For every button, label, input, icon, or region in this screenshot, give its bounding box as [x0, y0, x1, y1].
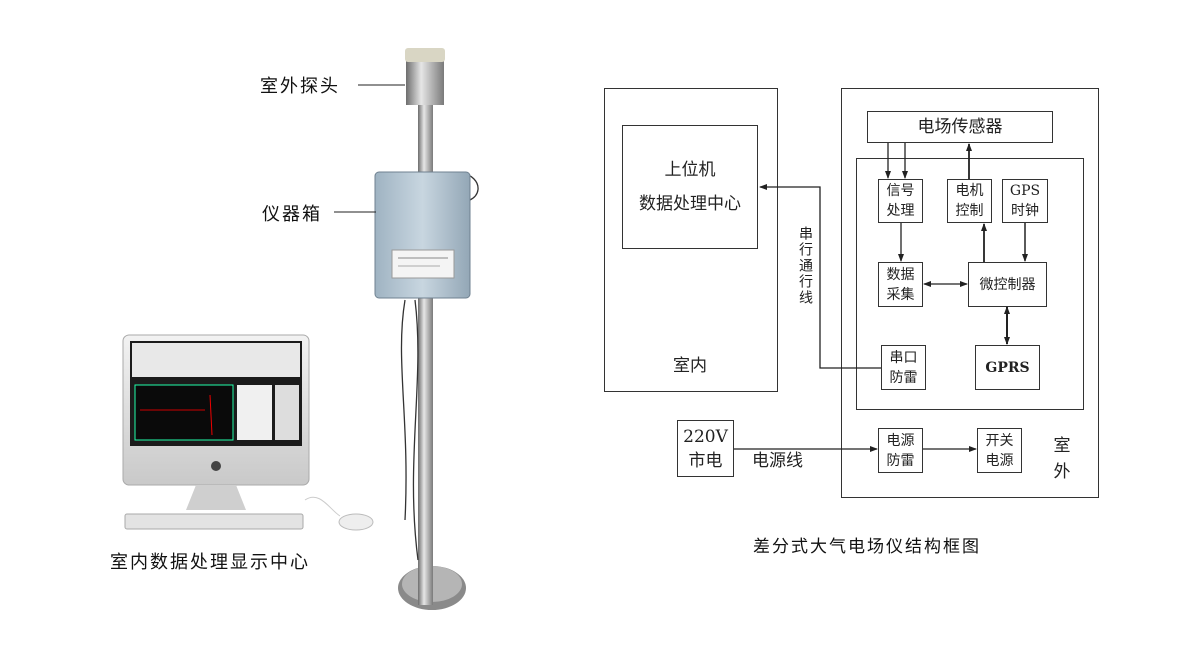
diagram-caption: 差分式大气电场仪结构框图	[753, 537, 981, 557]
host-line2: 数据处理中心	[639, 194, 741, 214]
serial-protect-l2: 防雷	[889, 369, 918, 386]
power-line-label: 电源线	[752, 451, 803, 471]
switch-psu-l1: 开关	[985, 432, 1014, 449]
gps-l2: 时钟	[1011, 203, 1039, 219]
mains-l1: 220V	[683, 426, 728, 447]
outdoor-probe	[406, 60, 444, 105]
motor-l2: 控制	[955, 203, 984, 219]
keyboard	[124, 513, 304, 530]
signal-l1: 信号	[886, 183, 915, 199]
mcu-text: 微控制器	[979, 276, 1036, 293]
gps-block: GPS 时钟	[1002, 179, 1048, 223]
power-protect-block: 电源防雷	[878, 428, 923, 473]
host-line1: 上位机	[664, 160, 716, 180]
outdoor-l1: 室	[1053, 436, 1071, 456]
acq-l1: 数据	[886, 266, 915, 283]
mcu-block: 微控制器	[968, 262, 1047, 307]
probe-label: 室外探头	[260, 76, 340, 97]
switch-psu-l2: 电源	[985, 452, 1014, 469]
gprs-block: GPRS	[975, 345, 1040, 390]
gprs-text: GPRS	[985, 359, 1030, 376]
signal-l2: 处理	[886, 203, 915, 219]
serial-protect-l1: 串口	[889, 349, 918, 366]
mains-block: 220V 市电	[677, 420, 734, 477]
power-protect-l1: 电源	[886, 432, 915, 449]
signal-block: 信号处理	[878, 179, 923, 223]
computer-label: 室内数据处理显示中心	[110, 552, 310, 573]
motor-block: 电机控制	[947, 179, 992, 223]
sensor-text: 电场传感器	[917, 117, 1003, 137]
motor-l1: 电机	[955, 183, 984, 199]
acq-block: 数据采集	[878, 262, 923, 307]
power-protect-l2: 防雷	[886, 452, 915, 469]
switch-psu-block: 开关电源	[977, 428, 1022, 473]
outdoor-l2: 外	[1053, 462, 1071, 482]
apple-logo-icon	[211, 461, 221, 471]
serial-protect-block: 串口防雷	[881, 345, 926, 390]
instrument-box	[374, 171, 471, 299]
box-label: 仪器箱	[262, 204, 322, 225]
sensor-block: 电场传感器	[867, 111, 1053, 143]
mains-l2: 市电	[688, 450, 723, 471]
serial-line-label: 串行通行线	[797, 226, 813, 306]
indoor-label: 室内	[673, 356, 707, 376]
outdoor-label: 室外	[1050, 433, 1074, 485]
acq-l2: 采集	[886, 286, 915, 303]
mouse	[338, 513, 374, 531]
host-computer-block: 上位机 数据处理中心	[622, 125, 758, 249]
gps-l1: GPS	[1009, 183, 1041, 199]
